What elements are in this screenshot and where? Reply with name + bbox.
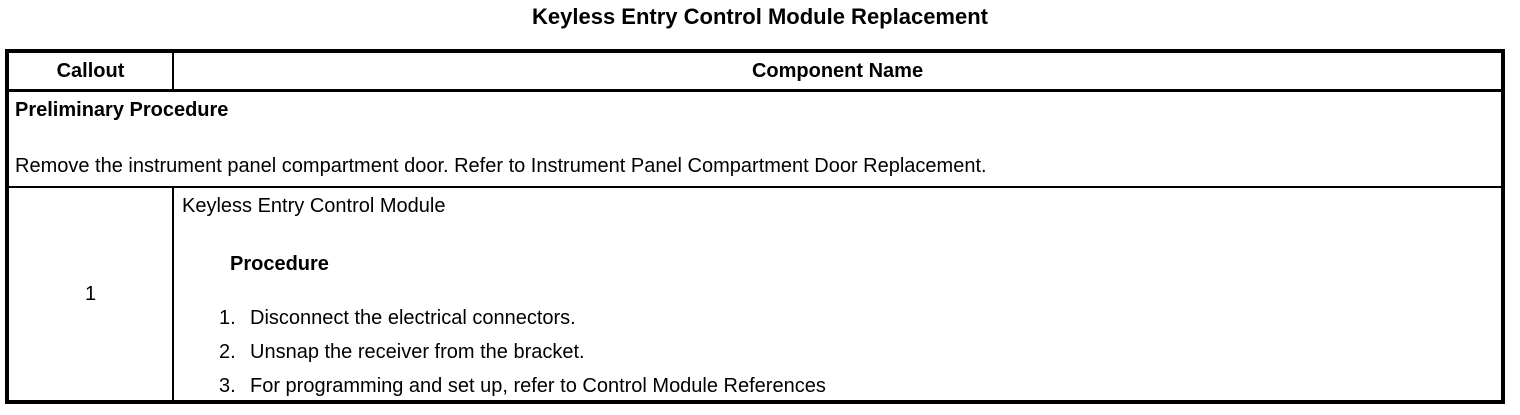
step-text: Unsnap the receiver from the bracket. bbox=[250, 341, 585, 363]
step-item: 3. For programming and set up, refer to … bbox=[219, 375, 1493, 397]
callout-column-header: Callout bbox=[9, 53, 174, 89]
component-name-column-header: Component Name bbox=[751, 59, 924, 82]
callout-number: 1 bbox=[9, 188, 174, 400]
page-title: Keyless Entry Control Module Replacement bbox=[532, 4, 988, 29]
component-name: Keyless Entry Control Module bbox=[182, 195, 446, 217]
step-number: 2. bbox=[219, 341, 236, 363]
preliminary-procedure-text: Remove the instrument panel compartment … bbox=[15, 155, 987, 177]
step-number: 1. bbox=[219, 307, 236, 329]
procedure-heading: Procedure bbox=[230, 253, 329, 275]
component-row: 1 Keyless Entry Control Module Procedure… bbox=[9, 188, 1501, 400]
component-cell: Keyless Entry Control Module Procedure 1… bbox=[174, 188, 1501, 400]
parts-table: Callout Component Name Preliminary Proce… bbox=[5, 49, 1505, 404]
step-text: Disconnect the electrical connectors. bbox=[250, 307, 576, 329]
table-header-row: Callout Component Name bbox=[9, 53, 1501, 92]
step-item: 2. Unsnap the receiver from the bracket. bbox=[219, 341, 1493, 363]
step-text: For programming and set up, refer to Con… bbox=[250, 375, 826, 397]
preliminary-procedure-heading: Preliminary Procedure bbox=[15, 99, 229, 121]
preliminary-procedure-row: Preliminary Procedure Remove the instrum… bbox=[9, 92, 1501, 188]
step-item: 1. Disconnect the electrical connectors. bbox=[219, 307, 1493, 329]
procedure-steps: 1. Disconnect the electrical connectors.… bbox=[182, 307, 1493, 397]
step-number: 3. bbox=[219, 375, 236, 397]
